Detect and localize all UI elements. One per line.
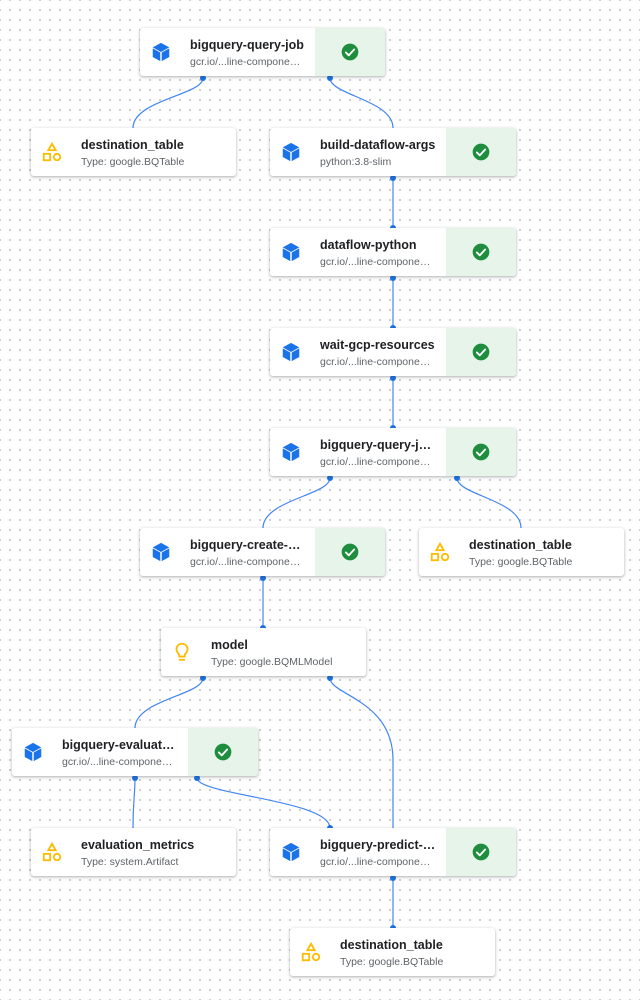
node-subtitle: Type: google.BQTable [81, 156, 185, 168]
status-succeeded [188, 728, 258, 776]
edge-port [132, 775, 138, 781]
node-subtitle: gcr.io/...line-components:1.0.0 [320, 256, 436, 268]
status-succeeded [446, 428, 516, 476]
node-build-dataflow-args[interactable]: build-dataflow-args python:3.8-slim [270, 128, 516, 176]
edge-port [390, 375, 396, 381]
artifact-destination-table[interactable]: destination_table Type: google.BQTable [419, 528, 624, 576]
node-title: model [211, 638, 248, 652]
artifact-destination-table[interactable]: destination_table Type: google.BQTable [31, 128, 236, 176]
edge [262, 477, 331, 529]
status-succeeded [446, 128, 516, 176]
node-title: bigquery-query-job-2 [320, 438, 436, 452]
node-bigquery-query-job[interactable]: bigquery-query-job gcr.io/...line-compon… [140, 28, 385, 76]
check-circle-icon [472, 343, 490, 361]
check-circle-icon [341, 543, 359, 561]
shapes-icon [427, 539, 453, 565]
edge [134, 677, 204, 729]
edge [132, 777, 136, 829]
cube-icon [278, 439, 304, 465]
shapes-icon [39, 839, 65, 865]
node-title: bigquery-predict-model-j... [320, 838, 436, 852]
edge [329, 77, 394, 129]
edge-port [327, 475, 333, 481]
node-subtitle: gcr.io/...line-components:1.0.0 [320, 356, 436, 368]
edge-port [390, 875, 396, 881]
node-wait-gcp-resources[interactable]: wait-gcp-resources gcr.io/...line-compon… [270, 328, 516, 376]
node-subtitle: gcr.io/...line-components:1.0.0 [62, 756, 178, 768]
status-succeeded [446, 228, 516, 276]
edge-port [327, 75, 333, 81]
artifact-model[interactable]: model Type: google.BQMLModel [161, 628, 366, 676]
shapes-icon [298, 939, 324, 965]
node-subtitle: gcr.io/...line-components:1.0.0 [320, 456, 436, 468]
check-circle-icon [472, 143, 490, 161]
status-succeeded [315, 28, 385, 76]
edge-port [200, 675, 206, 681]
node-subtitle: Type: google.BQMLModel [211, 656, 333, 668]
status-succeeded [315, 528, 385, 576]
node-bigquery-predict-model-job[interactable]: bigquery-predict-model-j... gcr.io/...li… [270, 828, 516, 876]
cube-icon [148, 539, 174, 565]
cube-icon [20, 739, 46, 765]
lightbulb-icon [169, 639, 195, 665]
check-circle-icon [472, 443, 490, 461]
cube-icon [278, 839, 304, 865]
cube-icon [148, 39, 174, 65]
check-circle-icon [214, 743, 232, 761]
node-title: destination_table [469, 538, 572, 552]
node-subtitle: Type: google.BQTable [340, 956, 444, 968]
edge-port [200, 75, 206, 81]
node-title: bigquery-query-job [190, 38, 304, 52]
edge-port [390, 175, 396, 181]
check-circle-icon [472, 843, 490, 861]
node-title: destination_table [340, 938, 443, 952]
edge-port [194, 775, 200, 781]
node-subtitle: Type: system.Artifact [81, 856, 179, 868]
cube-icon [278, 139, 304, 165]
status-succeeded [446, 328, 516, 376]
cube-icon [278, 239, 304, 265]
node-subtitle: gcr.io/...line-components:1.0.0 [190, 556, 305, 568]
node-bigquery-query-job-2[interactable]: bigquery-query-job-2 gcr.io/...line-comp… [270, 428, 516, 476]
node-title: bigquery-evaluate-model... [62, 738, 178, 752]
edge-port [327, 675, 333, 681]
node-title: build-dataflow-args [320, 138, 436, 152]
check-circle-icon [341, 43, 359, 61]
node-title: evaluation_metrics [81, 838, 195, 852]
node-title: dataflow-python [320, 238, 417, 252]
artifact-evaluation-metrics[interactable]: evaluation_metrics Type: system.Artifact [31, 828, 236, 876]
status-succeeded [446, 828, 516, 876]
check-circle-icon [472, 243, 490, 261]
node-bigquery-create-model-job[interactable]: bigquery-create-model-job gcr.io/...line… [140, 528, 385, 576]
node-subtitle: python:3.8-slim [320, 156, 392, 168]
edge [456, 477, 522, 529]
edge-port [454, 475, 460, 481]
node-dataflow-python[interactable]: dataflow-python gcr.io/...line-component… [270, 228, 516, 276]
edge [132, 77, 204, 129]
node-subtitle: Type: google.BQTable [469, 556, 573, 568]
edge [196, 777, 331, 829]
artifact-destination-table[interactable]: destination_table Type: google.BQTable [290, 928, 495, 976]
edge-port [260, 575, 266, 581]
edge-port [390, 275, 396, 281]
node-bigquery-evaluate-model[interactable]: bigquery-evaluate-model... gcr.io/...lin… [12, 728, 258, 776]
node-title: bigquery-create-model-job [190, 538, 305, 552]
node-title: wait-gcp-resources [320, 338, 435, 352]
shapes-icon [39, 139, 65, 165]
cube-icon [278, 339, 304, 365]
node-subtitle: gcr.io/...line-components:1.0.0 [190, 56, 305, 68]
node-subtitle: gcr.io/...line-components:1.0.0 [320, 856, 436, 868]
node-title: destination_table [81, 138, 184, 152]
edge [329, 677, 394, 828]
